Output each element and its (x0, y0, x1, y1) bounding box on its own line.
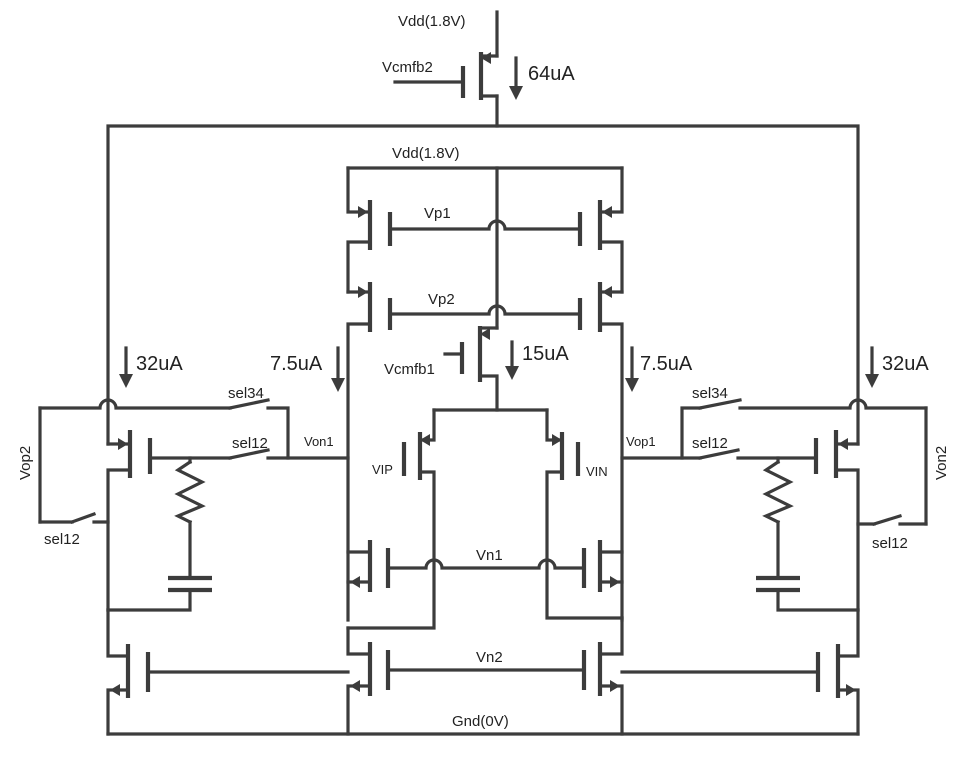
current-64ua-label: 64uA (528, 63, 575, 85)
pmos-vp1-left (346, 166, 393, 294)
input-pmos-vin (545, 408, 624, 620)
vip-label: VIP (372, 462, 393, 477)
vcmfb2-label: Vcmfb2 (382, 59, 433, 76)
sel34-left-label: sel34 (228, 385, 264, 402)
vp1-bias-line (388, 219, 582, 231)
tail-pmos-vcmfb2 (393, 10, 499, 128)
current-arrow-7-5ua-right (625, 346, 639, 392)
sel12-right-bottom-label: sel12 (872, 535, 908, 552)
current-7-5ua-right-label: 7.5uA (640, 353, 693, 375)
von2-feedback-line (738, 398, 928, 410)
left-switch-sel12 (228, 448, 270, 460)
tail-pmos-vcmfb1 (443, 326, 499, 412)
pmos-vp2-right (577, 282, 624, 622)
nmos-vn2-left (346, 626, 391, 736)
current-arrow-64ua (509, 56, 523, 100)
current-15ua-label: 15uA (522, 343, 569, 365)
vp2-bias-line (388, 304, 582, 316)
vin-label: VIN (586, 464, 608, 479)
nmos-vn2-right (581, 616, 624, 736)
sel12-left-label: sel12 (232, 435, 268, 452)
current-7-5ua-left-label: 7.5uA (270, 353, 323, 375)
nmos-second-stage-right (620, 608, 860, 736)
left-switch-sel12-bottom (69, 511, 97, 525)
vcmfb1-label: Vcmfb1 (384, 361, 435, 378)
second-stage-supply-rail (106, 124, 860, 446)
nmos-second-stage-left (106, 608, 350, 736)
vop2-feedback-line (38, 398, 232, 410)
right-output-pmos (813, 430, 860, 612)
right-switch-sel12 (698, 448, 740, 460)
sel12-right-label: sel12 (692, 435, 728, 452)
current-arrow-7-5ua-left (331, 346, 345, 392)
gnd-label: Gnd(0V) (452, 713, 509, 730)
current-arrow-15ua (505, 340, 519, 380)
vdd-inner-label: Vdd(1.8V) (392, 145, 460, 162)
sel34-right-label: sel34 (692, 385, 728, 402)
vp2-label: Vp2 (428, 291, 455, 308)
sel12-left-bottom-label: sel12 (44, 531, 80, 548)
left-compensation-resistor (174, 459, 206, 525)
vop1-label: Vop1 (626, 434, 656, 449)
left-output-pmos (106, 430, 153, 612)
left-switch-sel34 (228, 398, 270, 410)
current-arrow-32ua-left (119, 346, 133, 388)
input-pmos-vip (346, 408, 436, 630)
right-switch-sel34 (698, 398, 742, 410)
von1-label: Von1 (304, 434, 334, 449)
pmos-vp1-right (577, 166, 624, 294)
right-compensation-resistor (762, 459, 794, 525)
nmos-vn1-right (581, 540, 624, 592)
current-arrow-32ua-right (865, 346, 879, 388)
vp1-label: Vp1 (424, 205, 451, 222)
nmos-vn1-left (346, 540, 391, 592)
right-switch-sel12-bottom (872, 514, 902, 526)
vn2-label: Vn2 (476, 649, 503, 666)
vn1-bias-line (386, 558, 586, 570)
vdd-top-label: Vdd(1.8V) (398, 13, 466, 30)
current-32ua-left-label: 32uA (136, 353, 183, 375)
vop2-label: Vop2 (17, 446, 34, 480)
vn1-label: Vn1 (476, 547, 503, 564)
von2-label: Von2 (933, 446, 950, 480)
current-32ua-right-label: 32uA (882, 353, 929, 375)
